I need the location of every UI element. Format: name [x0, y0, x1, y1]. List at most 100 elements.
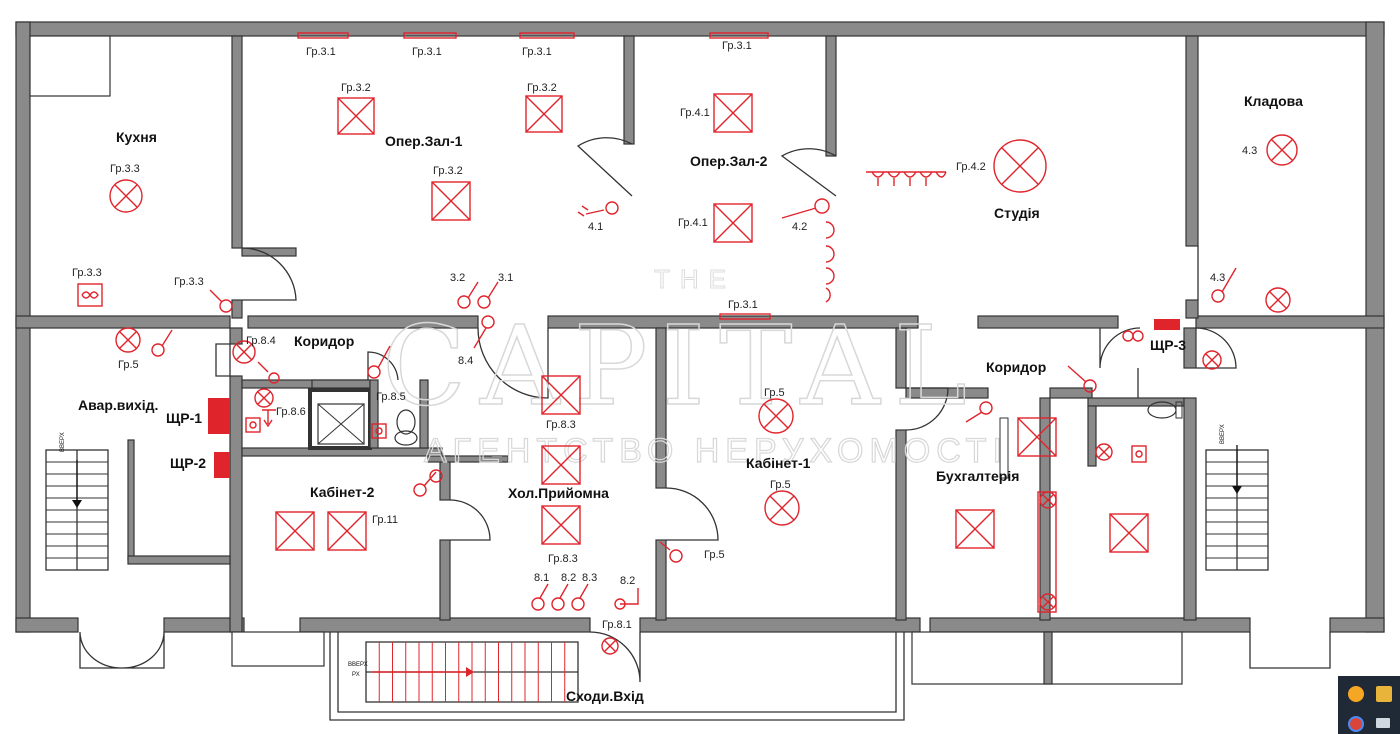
label-gr11: Гр.11 — [372, 514, 398, 526]
ceiling-light-square — [541, 445, 581, 485]
chrome-icon[interactable] — [1348, 716, 1364, 732]
label-gr41: Гр.4.1 — [678, 217, 708, 229]
room-office-1: Кабінет-1 — [746, 455, 811, 471]
label-gr81: Гр.8.1 — [602, 619, 632, 631]
wiring — [77, 32, 1298, 655]
svg-text:РХ: РХ — [352, 672, 360, 678]
label-gr31: Гр.3.1 — [522, 46, 552, 58]
lamp-round — [758, 398, 794, 434]
label-sw82: 8.2 — [620, 575, 635, 587]
room-corridor-left: Коридор — [294, 333, 354, 349]
room-corridor-right: Коридор — [986, 359, 1046, 375]
ceiling-light-square — [1017, 417, 1057, 457]
watermark: THE CAPITAL АГЕНТСТВО НЕРУХОМОСТІ — [381, 264, 1008, 471]
label-gr31: Гр.3.1 — [306, 46, 336, 58]
ceiling-light-square — [713, 93, 753, 133]
label-gr85: Гр.8.5 — [376, 391, 406, 403]
label-gr42: Гр.4.2 — [956, 161, 986, 173]
room-oper-hall-2: Опер.Зал-2 — [690, 153, 768, 169]
label-sw31: 3.1 — [498, 272, 513, 284]
label-gr41: Гр.4.1 — [680, 107, 710, 119]
lamp-round — [1095, 443, 1113, 461]
lamp-round — [254, 388, 274, 408]
doors — [79, 137, 1331, 683]
label-gr5: Гр.5 — [118, 359, 139, 371]
label-gr32: Гр.3.2 — [433, 165, 463, 177]
ceiling-light-square — [337, 97, 375, 135]
orange-circle-icon[interactable] — [1348, 686, 1364, 702]
circuit-labels: Гр.3.1 Гр.3.1 Гр.3.1 Гр.3.1 Гр.3.1 Гр.3.… — [72, 40, 1257, 631]
ceiling-light-square — [275, 511, 315, 551]
stair-arrow-head — [466, 667, 474, 677]
label-gr31: Гр.3.1 — [722, 40, 752, 52]
label-gr86: Гр.8.6 — [276, 406, 306, 418]
room-entrance-stairs: Сходи.Вхід — [566, 688, 644, 704]
label-gr83: Гр.8.3 — [548, 553, 578, 565]
lamp-round — [109, 179, 143, 213]
label-sw42: 4.2 — [792, 221, 807, 233]
stairs-entrance: ВВЕРХ РХ — [348, 641, 579, 703]
label-gr84: Гр.8.4 — [246, 335, 276, 347]
label-sw83: 8.3 — [582, 572, 597, 584]
label-gr83: Гр.8.3 — [546, 419, 576, 431]
stairs-right: ВВЕРХ — [1205, 424, 1269, 571]
label-gr33: Гр.3.3 — [174, 276, 204, 288]
lamp-round — [115, 327, 141, 353]
lamp-round — [1265, 287, 1291, 313]
room-reception-hall: Хол.Прийомна — [508, 485, 609, 501]
label-gr5: Гр.5 — [764, 387, 785, 399]
label-gr5: Гр.5 — [704, 549, 725, 561]
room-oper-hall-1: Опер.Зал-1 — [385, 133, 463, 149]
ceiling-light-square — [955, 509, 995, 549]
lamp-round — [764, 490, 800, 526]
fixtures — [394, 401, 1183, 479]
label-sw81: 8.1 — [534, 572, 549, 584]
label-sw43: 4.3 — [1210, 272, 1225, 284]
watermark-line2: CAPITAL — [382, 302, 981, 430]
label-gr31: Гр.3.1 — [728, 299, 758, 311]
label-sw41: 4.1 — [588, 221, 603, 233]
label-sw32: 3.2 — [450, 272, 465, 284]
stair-up-bottom-label: ВВЕРХ — [348, 662, 368, 668]
stair-up-right-label: ВВЕРХ — [1220, 424, 1226, 444]
ceiling-light-square — [713, 203, 753, 243]
label-gr33: Гр.3.3 — [72, 267, 102, 279]
room-office-2: Кабінет-2 — [310, 484, 375, 500]
label-gr31: Гр.3.1 — [412, 46, 442, 58]
panel-shr2: ЩР-2 — [170, 455, 206, 471]
label-sw82: 8.2 — [561, 572, 576, 584]
label-sw84: 8.4 — [458, 355, 473, 367]
ceiling-light-square — [541, 375, 581, 415]
room-emergency-exit: Авар.вихід. — [78, 397, 158, 413]
ceiling-light-square — [541, 505, 581, 545]
elevator — [317, 403, 365, 445]
room-kitchen: Кухня — [116, 129, 157, 145]
label-gr32: Гр.3.2 — [341, 82, 371, 94]
watermark-line1: THE — [654, 264, 736, 294]
label-gr5: Гр.5 — [770, 479, 791, 491]
label-sw43: 4.3 — [1242, 145, 1257, 157]
lamp-round — [601, 637, 619, 655]
room-labels: Кухня Опер.Зал-1 Опер.Зал-2 Студія Кладо… — [78, 93, 1303, 704]
ceiling-light-square — [525, 95, 563, 133]
ceiling-light-square — [431, 181, 471, 221]
room-studio: Студія — [994, 205, 1040, 221]
monitor-icon[interactable] — [1376, 718, 1390, 728]
ceiling-light-square — [327, 511, 367, 551]
lamp-round — [993, 139, 1047, 193]
room-accounting: Бухгалтерія — [936, 468, 1019, 484]
lamp-round — [1202, 350, 1222, 370]
walls — [15, 21, 1385, 721]
label-gr32: Гр.3.2 — [527, 82, 557, 94]
folder-icon[interactable] — [1376, 686, 1392, 702]
lamp-round — [1266, 134, 1298, 166]
stairs-left: ВВЕРХ — [45, 432, 109, 571]
label-gr33: Гр.3.3 — [110, 163, 140, 175]
stair-up-left-label: ВВЕРХ — [60, 432, 66, 452]
taskbar — [1338, 676, 1400, 734]
panel-shr1: ЩР-1 — [166, 410, 202, 426]
room-storage: Кладова — [1244, 93, 1303, 109]
watermark-line3: АГЕНТСТВО НЕРУХОМОСТІ — [424, 432, 1008, 470]
lamp-round — [232, 340, 256, 364]
